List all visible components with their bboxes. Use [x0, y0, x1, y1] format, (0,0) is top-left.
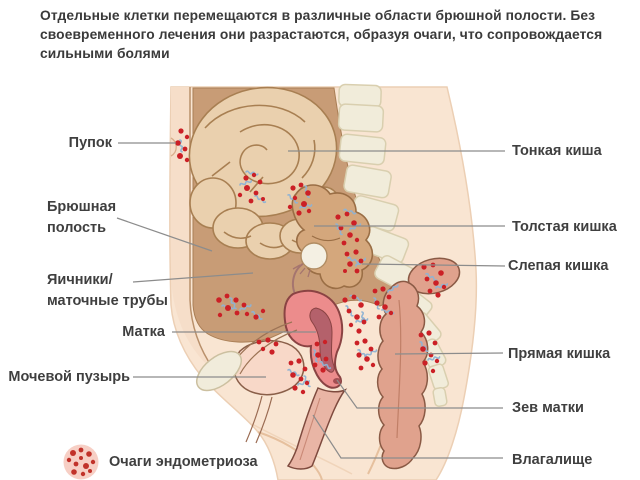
red-dots-circle-icon — [63, 444, 99, 480]
label-uterus: Матка — [122, 324, 165, 340]
leader-lines — [116, 142, 506, 459]
rectum-shape — [376, 257, 461, 470]
uterine-canal — [309, 307, 335, 373]
legend-foci-label: Очаги эндометриоза — [109, 454, 258, 470]
label-ovaries-tubes: Яичники/ маточные трубы — [47, 272, 168, 310]
label-cervix-os: Зев матки — [512, 400, 584, 416]
description-text: Отдельные клетки перемещаются в различны… — [40, 8, 603, 62]
leader-cecum — [361, 263, 506, 267]
label-navel: Пупок — [68, 135, 112, 151]
label-vagina: Влагалище — [512, 452, 593, 468]
label-rectum: Прямая кишка — [508, 346, 611, 362]
leader-rectum — [394, 352, 504, 355]
leader-vagina — [312, 414, 503, 459]
leader-ovaries — [132, 272, 254, 283]
label-small-intestine: Тонкая киша — [512, 143, 602, 159]
endometriosis-foci — [175, 128, 447, 395]
leader-cervix — [336, 379, 503, 409]
leader-cavity — [116, 217, 213, 252]
label-cecum: Слепая кишка — [508, 258, 609, 274]
vagina-canal — [286, 387, 348, 470]
uterus-shape — [283, 289, 344, 389]
pubic-bone — [196, 350, 242, 392]
label-abdominal-cavity: Брюшная полость — [47, 199, 117, 237]
label-large-intestine: Толстая кишка — [512, 219, 617, 235]
label-bladder: Мочевой пузырь — [8, 369, 130, 385]
